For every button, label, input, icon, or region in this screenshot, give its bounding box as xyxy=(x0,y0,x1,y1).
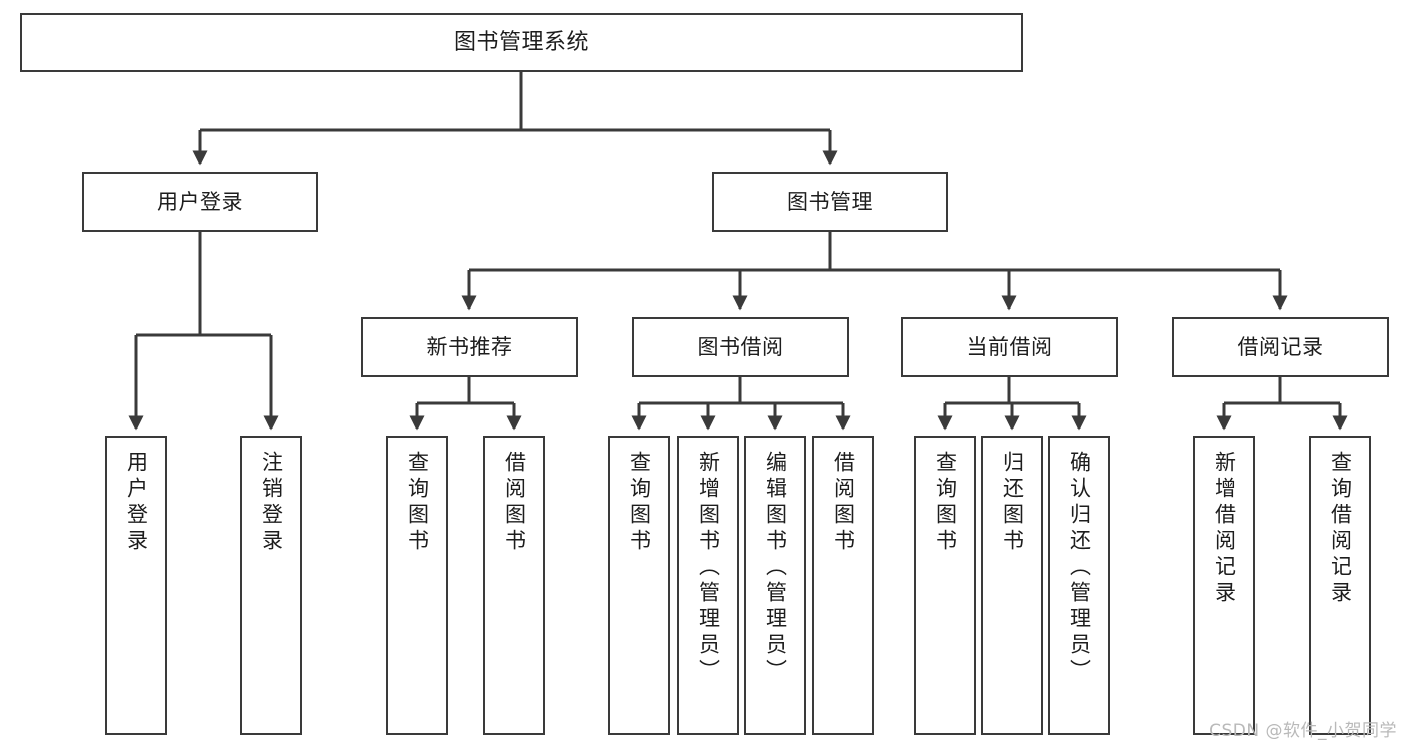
node-label: 查询图书 xyxy=(405,451,430,555)
leaf-user-login-signout[interactable]: 注销登录 xyxy=(240,436,302,735)
leaf-current-confirm-return[interactable]: 确认归还（管理员） xyxy=(1048,436,1110,735)
leaf-borrow-edit-book[interactable]: 编辑图书（管理员） xyxy=(744,436,806,735)
leaf-current-query-book[interactable]: 查询图书 xyxy=(914,436,976,735)
leaf-current-return-book[interactable]: 归还图书 xyxy=(981,436,1043,735)
node-user-login[interactable]: 用户登录 xyxy=(82,172,318,232)
node-label: 借阅图书 xyxy=(502,451,527,555)
node-label: 图书管理系统 xyxy=(453,29,589,55)
leaf-record-query[interactable]: 查询借阅记录 xyxy=(1309,436,1371,735)
node-label: 查询图书 xyxy=(627,451,652,555)
node-label: 新书推荐 xyxy=(426,334,513,359)
node-label: 查询借阅记录 xyxy=(1328,451,1353,607)
node-label: 用户登录 xyxy=(124,451,149,555)
node-label: 新增图书（管理员） xyxy=(696,451,721,685)
node-label: 借阅记录 xyxy=(1237,334,1324,359)
node-label: 图书管理 xyxy=(787,189,873,214)
leaf-borrow-query-book[interactable]: 查询图书 xyxy=(608,436,670,735)
node-label: 确认归还（管理员） xyxy=(1067,451,1092,685)
node-borrow-record[interactable]: 借阅记录 xyxy=(1172,317,1389,377)
node-book-borrow[interactable]: 图书借阅 xyxy=(632,317,849,377)
node-label: 图书借阅 xyxy=(697,334,784,359)
node-label: 查询图书 xyxy=(933,451,958,555)
node-label: 归还图书 xyxy=(1000,451,1025,555)
node-label: 借阅图书 xyxy=(831,451,856,555)
node-new-book-recommend[interactable]: 新书推荐 xyxy=(361,317,578,377)
node-label: 注销登录 xyxy=(259,451,284,555)
leaf-new-book-borrow[interactable]: 借阅图书 xyxy=(483,436,545,735)
node-label: 当前借阅 xyxy=(966,334,1053,359)
node-current-borrow[interactable]: 当前借阅 xyxy=(901,317,1118,377)
node-label: 新增借阅记录 xyxy=(1212,451,1237,607)
node-book-management[interactable]: 图书管理 xyxy=(712,172,948,232)
node-label: 用户登录 xyxy=(157,189,243,214)
leaf-borrow-borrow-book[interactable]: 借阅图书 xyxy=(812,436,874,735)
node-label: 编辑图书（管理员） xyxy=(763,451,788,685)
leaf-new-book-query[interactable]: 查询图书 xyxy=(386,436,448,735)
leaf-user-login-signin[interactable]: 用户登录 xyxy=(105,436,167,735)
node-root-library-system[interactable]: 图书管理系统 xyxy=(20,13,1023,72)
csdn-watermark: CSDN @软件_小贺同学 xyxy=(1209,721,1397,741)
leaf-record-add[interactable]: 新增借阅记录 xyxy=(1193,436,1255,735)
leaf-borrow-add-book[interactable]: 新增图书（管理员） xyxy=(677,436,739,735)
